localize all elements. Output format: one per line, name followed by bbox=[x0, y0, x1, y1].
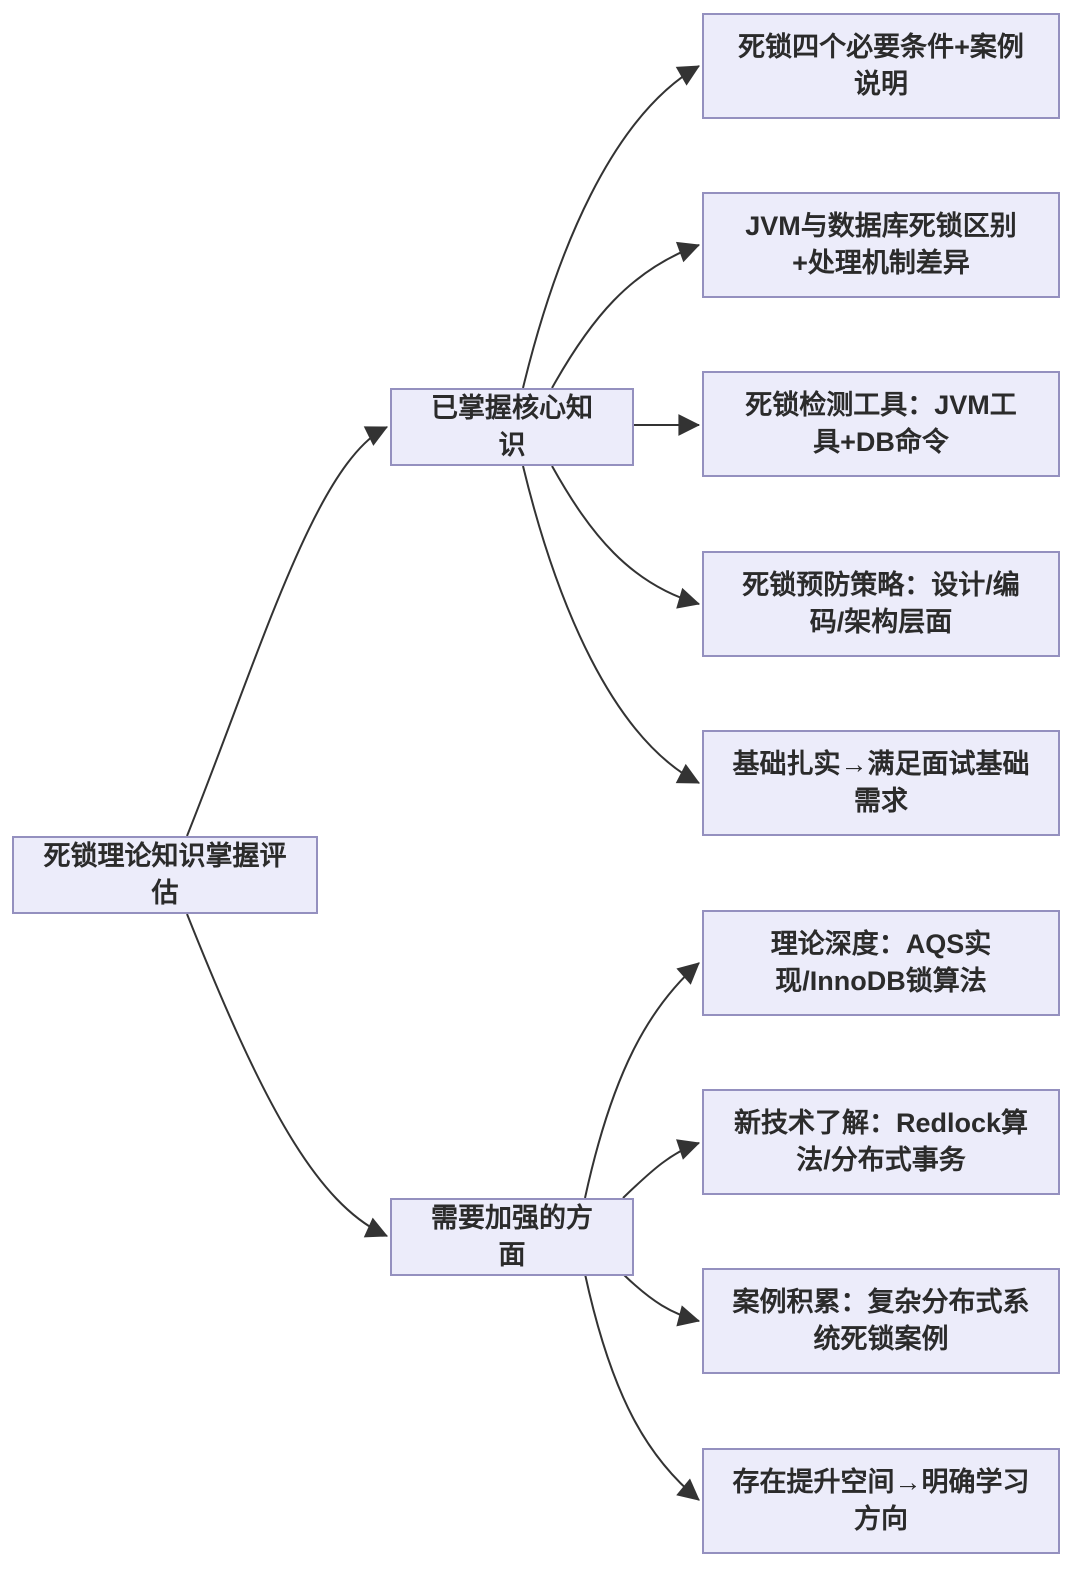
branch-node-improve: 需要加强的方面 bbox=[390, 1198, 634, 1276]
leaf-node-improve-2: 新技术了解：Redlock算法/分布式事务 bbox=[702, 1089, 1060, 1195]
edge-improve-to-leaf-2 bbox=[622, 1139, 701, 1199]
leaf-node-mastered-3: 死锁检测工具：JVM工具+DB命令 bbox=[702, 371, 1060, 477]
leaf-node-improve-3: 案例积累：复杂分布式系统死锁案例 bbox=[702, 1268, 1060, 1374]
leaf-node-mastered-5: 基础扎实→满足面试基础需求 bbox=[702, 730, 1060, 836]
edge-improve-to-leaf-4 bbox=[584, 1273, 700, 1501]
edge-root-to-improve bbox=[186, 913, 388, 1238]
edge-root-to-mastered bbox=[186, 426, 388, 837]
edge-improve-to-leaf-3 bbox=[622, 1273, 701, 1327]
edge-mastered-to-leaf-2 bbox=[551, 241, 701, 389]
edge-mastered-to-leaf-4 bbox=[551, 465, 701, 609]
edge-mastered-to-leaf-5 bbox=[522, 465, 700, 784]
leaf-node-mastered-1: 死锁四个必要条件+案例说明 bbox=[702, 13, 1060, 119]
edge-mastered-to-leaf-1 bbox=[522, 65, 700, 389]
leaf-node-mastered-2: JVM与数据库死锁区别+处理机制差异 bbox=[702, 192, 1060, 298]
branch-node-mastered: 已掌握核心知识 bbox=[390, 388, 634, 466]
leaf-node-improve-4: 存在提升空间→明确学习方向 bbox=[702, 1448, 1060, 1554]
leaf-node-mastered-4: 死锁预防策略：设计/编码/架构层面 bbox=[702, 551, 1060, 657]
root-node: 死锁理论知识掌握评估 bbox=[12, 836, 318, 914]
leaf-node-improve-1: 理论深度：AQS实现/InnoDB锁算法 bbox=[702, 910, 1060, 1016]
edge-improve-to-leaf-1 bbox=[584, 962, 700, 1199]
